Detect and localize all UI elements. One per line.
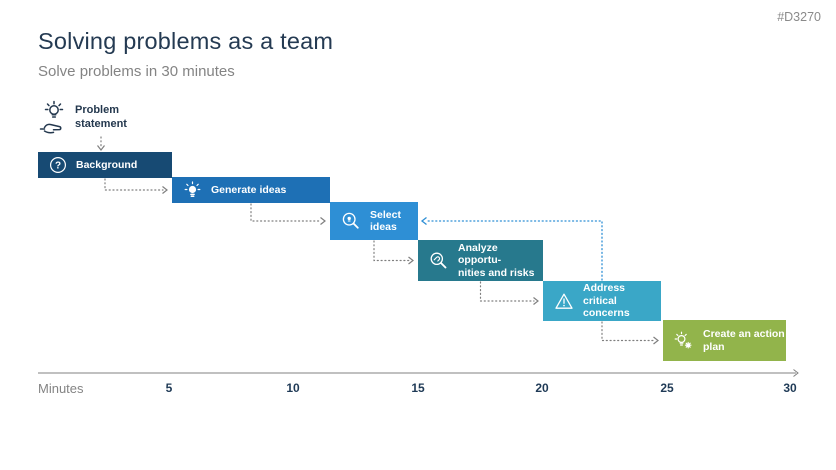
warning-triangle-icon <box>554 292 574 311</box>
problem-statement-label: Problem statement <box>75 104 127 130</box>
magnifier-wrench-icon <box>429 251 449 271</box>
connector-step-5 <box>601 321 655 342</box>
connector-step-2 <box>250 203 322 222</box>
timeline-tick-5: 5 <box>165 381 173 395</box>
lightbulb-gear-icon <box>674 331 694 351</box>
connector-arrowhead <box>408 256 414 265</box>
step-label: Background <box>76 158 138 171</box>
connector-arrowhead <box>533 297 539 305</box>
page-title: Solving problems as a team <box>38 28 334 54</box>
connector-step-4 <box>479 281 535 302</box>
page-subtitle: Solve problems in 30 minutes <box>38 63 235 80</box>
connector-step-3 <box>373 240 410 262</box>
step-box-generate-ideas: Generate ideas <box>172 177 330 203</box>
connector-arrowhead <box>320 217 326 225</box>
connector-arrowhead <box>653 336 659 345</box>
timeline-label: Minutes <box>38 381 84 396</box>
step-box-background: ? Background <box>38 152 172 178</box>
question-circle-icon: ? <box>49 156 67 174</box>
lightbulb-icon <box>183 180 202 200</box>
timeline-axis-arrowhead <box>793 369 799 377</box>
connector-arrowhead <box>97 145 105 151</box>
step-label: Analyze opportu-nities and risks <box>458 241 535 279</box>
timeline-tick-10: 10 <box>286 381 300 395</box>
product-code: #D3270 <box>777 10 821 24</box>
magnifier-lightbulb-icon <box>341 211 361 231</box>
timeline-tick-30: 30 <box>783 381 797 395</box>
step-label: Generate ideas <box>211 183 287 196</box>
connector-step-1 <box>104 178 164 191</box>
problem-statement: Problem statement <box>38 100 127 143</box>
step-box-analyze-opportunities-and-risks: Analyze opportu-nities and risks <box>418 240 543 281</box>
timeline-tick-15: 15 <box>411 381 425 395</box>
feedback-arrowhead <box>420 216 427 226</box>
hand-lightbulb-icon <box>38 100 70 143</box>
svg-text:?: ? <box>55 161 61 172</box>
connector-arrowhead <box>162 186 168 194</box>
timeline-tick-20: 20 <box>535 381 549 395</box>
timeline-tick-25: 25 <box>660 381 674 395</box>
